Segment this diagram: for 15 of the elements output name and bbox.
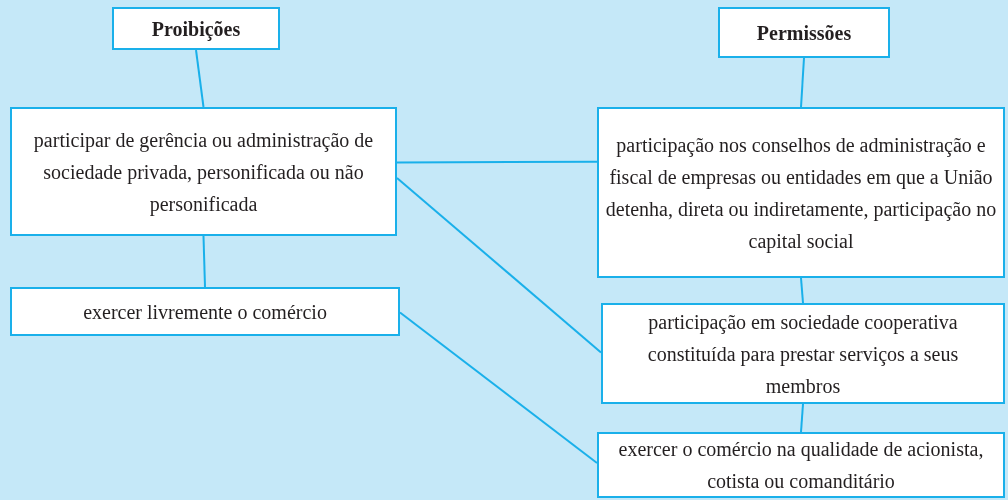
connector-line — [195, 49, 205, 108]
heading-box: Permissões — [718, 7, 890, 58]
text-box: participação em sociedade cooperativa constituída para prestar serviços a seus membros — [601, 303, 1005, 404]
connector-line — [800, 57, 805, 108]
connector-line — [396, 176, 602, 354]
text-box: exercer o comércio na qualidade de acionista, cotista ou comanditário — [597, 432, 1005, 498]
connector-line — [396, 160, 598, 164]
heading-box: Proibições — [112, 7, 280, 50]
connector-line — [399, 311, 598, 464]
text-box: participar de gerência ou administração de sociedade privada, personificada ou não personificada — [10, 107, 397, 236]
connector-line — [800, 403, 804, 433]
text-box: participação nos conselhos de administração e fiscal de empresas ou entidades em que a União detenha, direta ou indiretamente, participação no capital social — [597, 107, 1005, 278]
connector-line — [800, 277, 804, 304]
text-box: exercer livremente o comércio — [10, 287, 400, 336]
connector-line — [202, 235, 206, 288]
